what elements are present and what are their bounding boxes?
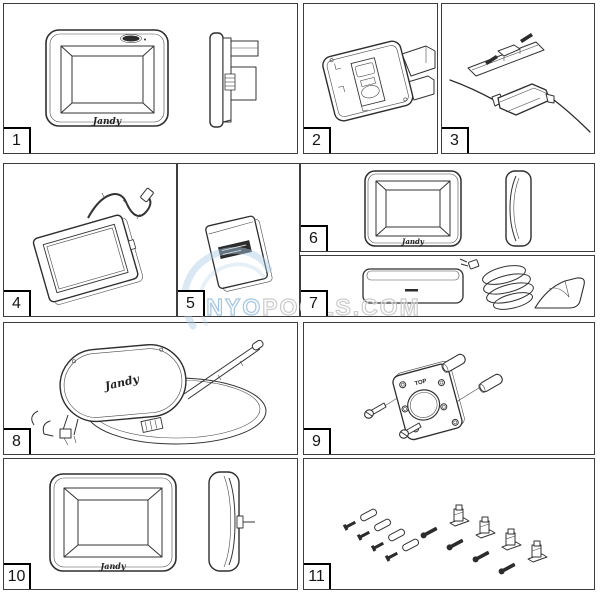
top-label: TOP [414,378,427,387]
wall-anchors [360,508,420,552]
part-number: 9 [312,433,321,450]
cable-connector [140,187,154,203]
part-number-badge-7[interactable]: 7 [301,290,328,316]
part-number: 5 [186,295,195,312]
part-cell-7[interactable]: 7 [300,255,595,317]
base-brackets [31,410,79,446]
part-number-badge-6[interactable]: 6 [301,225,328,251]
side-view [505,170,532,247]
display-with-cable-drawing [32,187,154,305]
part-cell-11[interactable]: 11 [303,458,595,590]
part-number: 10 [7,568,26,585]
part-number: 3 [450,132,459,149]
part-cell-10[interactable]: Jandy 10 [3,458,298,590]
clip-screws [420,527,516,575]
part-number: 8 [12,433,21,450]
part-cell-9[interactable]: TOP 9 [303,322,595,455]
mounting-plate-drawing: TOP [364,353,503,441]
part-number-badge-5[interactable]: 5 [178,290,205,316]
hardware-kit-drawing [342,504,548,575]
antenna-body: Jandy [59,344,187,423]
front-view: Jandy [364,170,462,247]
antenna-assembly-drawing: Jandy [31,339,267,446]
mounting-bracket-drawing [322,40,436,122]
display-panel [32,214,144,305]
part-number: 4 [12,295,21,312]
card-label [217,240,252,260]
jandy-logo: Jandy [91,117,122,127]
side-view [208,471,255,572]
mounting-clips [449,504,548,563]
part-number-badge-8[interactable]: 8 [4,428,31,454]
part-number: 11 [308,568,325,585]
part-number-badge-4[interactable]: 4 [4,290,31,316]
pcb-power-adapter-drawing [449,33,591,133]
part-number-badge-2[interactable]: 2 [304,127,331,153]
cable [87,193,152,219]
part-number: 7 [309,295,318,312]
remote-front-side-drawing: Jandy [364,170,532,247]
part-cell-8[interactable]: Jandy 8 [3,322,298,455]
jandy-logo: Jandy [98,561,126,571]
standoff-2 [478,373,503,393]
controller-front-side-drawing: Jandy [49,471,255,572]
part-number-badge-3[interactable]: 3 [442,127,469,153]
power-adapter [449,79,591,133]
front-view: Jandy [45,29,169,127]
card [205,215,273,292]
screw-2 [399,422,422,439]
part-number: 6 [309,230,318,247]
part-cell-1[interactable]: Jandy 1 [3,3,298,154]
part-number-badge-9[interactable]: 9 [304,428,331,454]
mounting-plate: TOP [392,361,465,441]
cradle-side-view [534,277,585,309]
touchscreen-front-side-drawing: Jandy [45,29,259,128]
power-cord-coil [459,258,534,310]
part-cell-4[interactable]: 4 [3,163,177,317]
cradle-and-cord-drawing [362,258,585,310]
jandy-logo: Jandy [400,237,425,246]
part-number-badge-11[interactable]: 11 [304,563,331,589]
side-view [209,32,259,128]
front-view: Jandy [49,473,177,572]
part-number: 2 [312,132,321,149]
small-screws [342,520,399,562]
part-number-badge-1[interactable]: 1 [4,127,31,153]
bracket-frame [322,40,414,122]
cradle-front-view [362,268,464,304]
pcb-assembly [467,33,545,77]
part-number-badge-10[interactable]: 10 [4,563,31,589]
part-number: 1 [12,132,21,149]
connector [140,417,164,433]
antenna-rod [183,339,264,400]
part-cell-6[interactable]: Jandy 6 [300,163,595,252]
screw-1 [364,402,387,419]
memory-card-drawing [205,215,273,292]
part-cell-5[interactable]: 5 [177,163,300,317]
part-cell-3[interactable]: 3 [441,3,595,154]
part-cell-2[interactable]: 2 [303,3,438,154]
standoff-1 [441,353,466,373]
